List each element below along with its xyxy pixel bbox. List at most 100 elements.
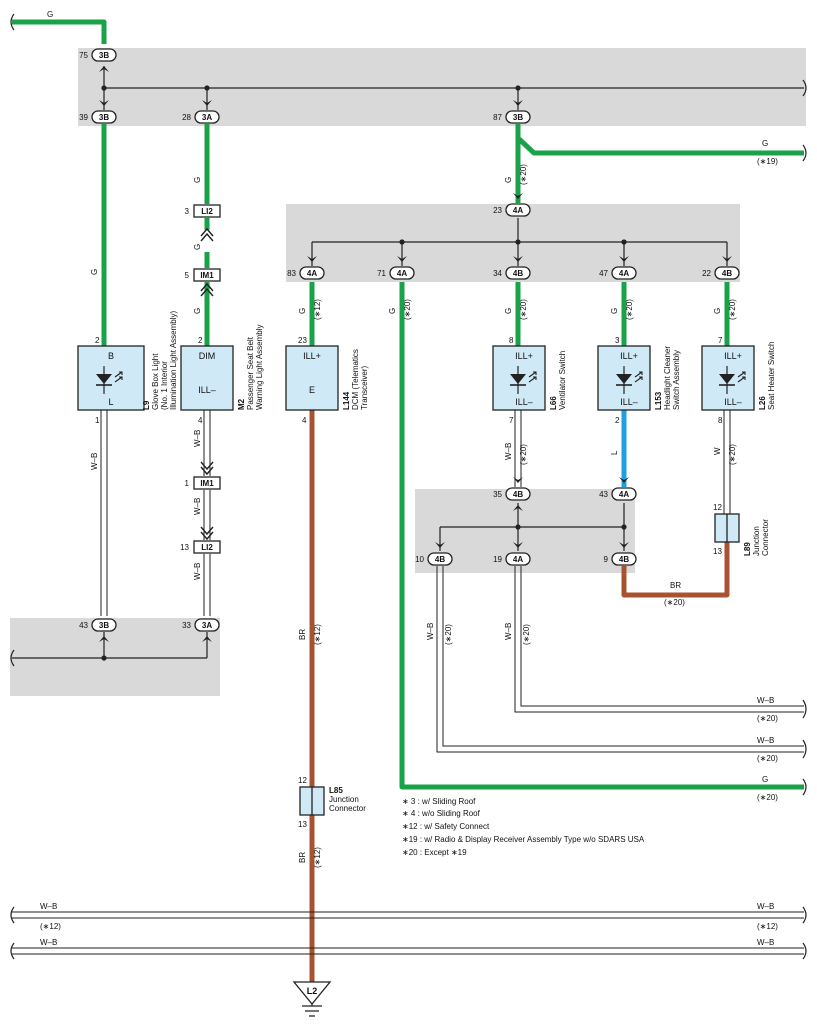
svg-text:4: 4 bbox=[302, 416, 307, 425]
connector-code: 3A bbox=[202, 113, 212, 122]
svg-text:L: L bbox=[610, 450, 619, 455]
wire-wb-19 bbox=[514, 566, 804, 713]
arrow-up bbox=[202, 636, 212, 642]
pin-number: 19 bbox=[493, 555, 502, 564]
svg-text:(∗19): (∗19) bbox=[757, 157, 778, 166]
arrow-down bbox=[619, 256, 629, 262]
pin-number: 87 bbox=[493, 113, 502, 122]
svg-text:7: 7 bbox=[509, 416, 514, 425]
svg-text:L85: L85 bbox=[329, 786, 343, 795]
svg-text:Illumination Light Assembly): Illumination Light Assembly) bbox=[169, 311, 178, 410]
pin-number: 13 bbox=[180, 543, 189, 552]
edge-break-marks bbox=[10, 13, 807, 960]
ground-label: L2 bbox=[307, 986, 318, 996]
m2-label: M2 Passenger Seat Belt Warning Light Ass… bbox=[237, 324, 264, 410]
svg-text:G: G bbox=[90, 269, 99, 275]
pin-number: 39 bbox=[79, 113, 88, 122]
svg-text:Warning Light Assembly: Warning Light Assembly bbox=[255, 324, 264, 410]
connector-code: 3A bbox=[202, 621, 212, 630]
wire-wb-l66 bbox=[514, 410, 522, 487]
wire-condition-labels: (∗20) (∗12) (∗20) (∗20) (∗20) (∗20) (∗20… bbox=[313, 164, 737, 868]
arrow-down bbox=[619, 477, 629, 483]
svg-text:G: G bbox=[193, 308, 202, 314]
connector-code: 4B bbox=[722, 269, 732, 278]
l144-term-e: E bbox=[309, 385, 315, 395]
svg-text:BR: BR bbox=[298, 852, 307, 863]
wire-wb-10 bbox=[436, 566, 804, 753]
svg-text:(∗20): (∗20) bbox=[757, 793, 778, 802]
svg-text:L89: L89 bbox=[743, 542, 752, 556]
note-20: ∗20 : Except ∗19 bbox=[402, 848, 467, 857]
svg-text:(∗12): (∗12) bbox=[313, 847, 322, 868]
svg-text:W: W bbox=[713, 447, 722, 455]
connector-code: 4B bbox=[435, 555, 445, 564]
pin-number: 23 bbox=[493, 206, 502, 215]
pin-number: 9 bbox=[604, 555, 609, 564]
svg-text:G: G bbox=[388, 308, 397, 314]
svg-text:G: G bbox=[504, 177, 513, 183]
l89-label: L89 Junction Connector bbox=[743, 519, 770, 556]
svg-text:W–B: W–B bbox=[504, 443, 513, 460]
svg-text:G: G bbox=[762, 139, 768, 148]
connector-code: 4B bbox=[513, 269, 523, 278]
svg-text:2: 2 bbox=[615, 416, 620, 425]
svg-text:BR: BR bbox=[670, 581, 681, 590]
svg-text:W–B: W–B bbox=[757, 696, 774, 705]
arrow-down bbox=[397, 256, 407, 262]
svg-text:(∗20): (∗20) bbox=[728, 299, 737, 320]
svg-text:W–B: W–B bbox=[757, 736, 774, 745]
arrow-down bbox=[513, 477, 523, 483]
horizontal-wire-labels: G G (∗19) BR (∗20) W–B (∗20) W–B (∗20) G… bbox=[40, 10, 778, 947]
l9-term-l: L bbox=[108, 397, 113, 407]
pin-number: 83 bbox=[287, 269, 296, 278]
note-4: ∗ 4 : w/o Sliding Roof bbox=[402, 809, 481, 818]
pin-number: 28 bbox=[182, 113, 191, 122]
connector-code: LI2 bbox=[201, 207, 213, 216]
led-icon bbox=[616, 366, 643, 394]
svg-text:12: 12 bbox=[713, 503, 722, 512]
svg-text:Glove Box Light: Glove Box Light bbox=[151, 353, 160, 410]
svg-text:L66: L66 bbox=[549, 396, 558, 410]
svg-text:W–B: W–B bbox=[426, 623, 435, 640]
svg-text:(∗12): (∗12) bbox=[757, 922, 778, 931]
pin-number: 75 bbox=[79, 51, 88, 60]
bus-mid bbox=[439, 503, 625, 551]
svg-text:(∗20): (∗20) bbox=[519, 444, 528, 465]
l26-term-ill-minus: ILL– bbox=[724, 397, 742, 407]
svg-text:(∗20): (∗20) bbox=[625, 299, 634, 320]
wire-br-l89 bbox=[621, 542, 730, 598]
wire-wb-m2-b bbox=[203, 490, 211, 540]
wire-wb-bus-12 bbox=[12, 911, 804, 919]
svg-text:(∗12): (∗12) bbox=[313, 299, 322, 320]
component-m2-box bbox=[180, 345, 234, 411]
svg-text:13: 13 bbox=[713, 547, 722, 556]
component-l9-box bbox=[77, 345, 145, 411]
arrow-down bbox=[307, 256, 317, 262]
svg-text:L26: L26 bbox=[758, 396, 767, 410]
pin-number: 43 bbox=[79, 621, 88, 630]
m2-term-ill: ILL– bbox=[198, 385, 216, 395]
arrow-down bbox=[513, 256, 523, 262]
component-pin-numbers: 2 1 2 4 23 4 8 7 3 2 7 8 12 13 12 13 bbox=[95, 336, 723, 829]
svg-text:W–B: W–B bbox=[757, 938, 774, 947]
connector-code: 4B bbox=[619, 555, 629, 564]
note-12: ∗12 : w/ Safety Connect bbox=[402, 822, 490, 831]
component-l144-box bbox=[285, 345, 339, 411]
svg-text:Seat Heater Switch: Seat Heater Switch bbox=[767, 342, 776, 410]
wire-wb-l9 bbox=[100, 410, 108, 616]
svg-text:W–B: W–B bbox=[193, 563, 202, 580]
svg-text:23: 23 bbox=[298, 336, 307, 345]
arrow-down bbox=[513, 542, 523, 548]
l66-term-ill-plus: ILL+ bbox=[515, 351, 533, 361]
wire-wb-bus bbox=[12, 947, 804, 955]
